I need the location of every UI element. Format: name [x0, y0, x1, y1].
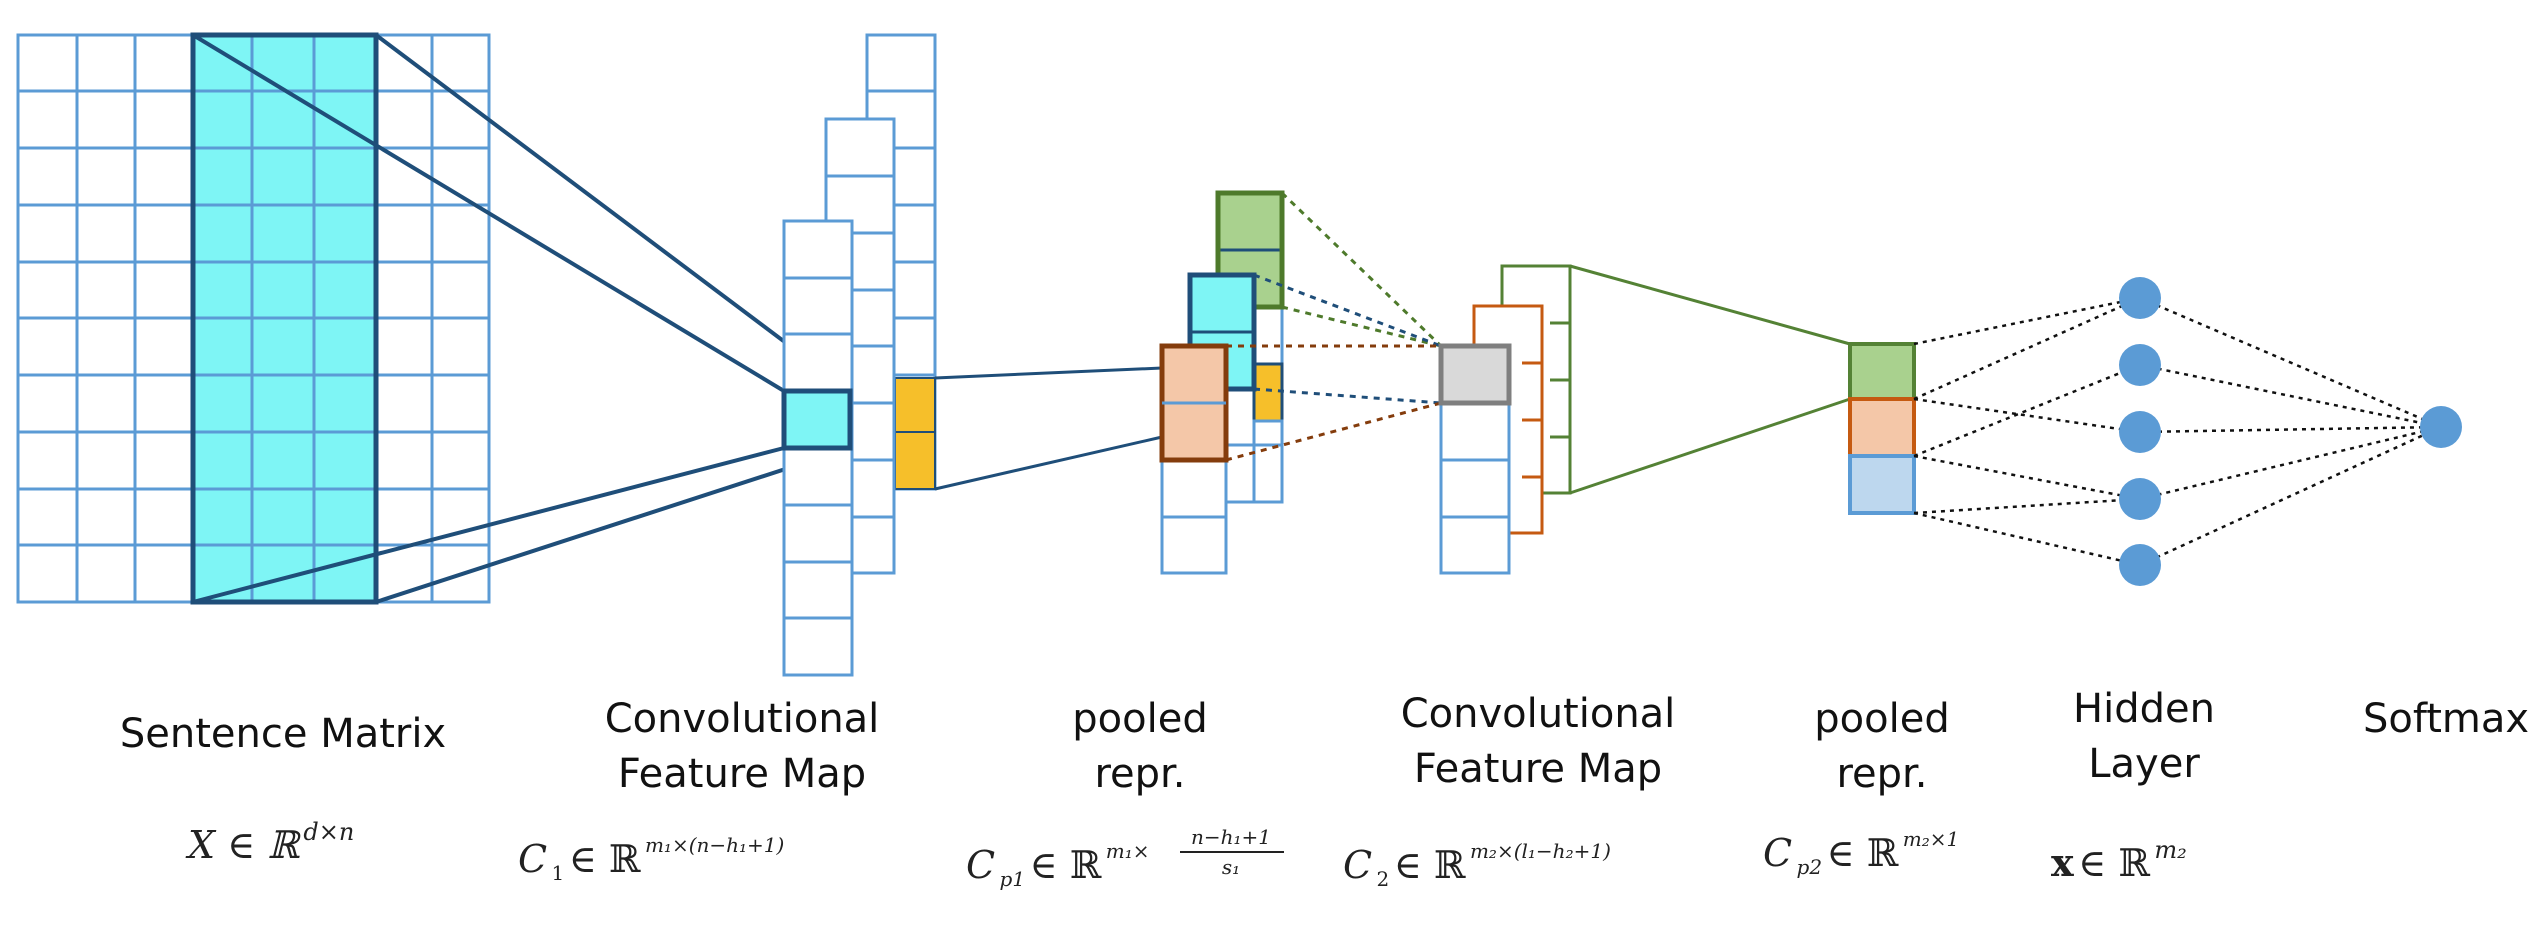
label-hidden-line1: Hidden: [2073, 686, 2215, 732]
hidden-node: [2119, 344, 2161, 386]
formula-pool1-frac-den: s₁: [1222, 855, 1240, 879]
hidden-node: [2119, 411, 2161, 453]
pool1-yellow-cell: [1252, 362, 1284, 423]
pool2-connection-lines: [1569, 264, 1851, 495]
layer-labels: Sentence Matrix Convolutional Feature Ma…: [120, 686, 2529, 797]
label-sentence-matrix: Sentence Matrix: [120, 711, 446, 757]
label-conv1-line1: Convolutional: [605, 696, 880, 742]
formulas: X ∈ ℝ d×n C 1 ∈ ℝ m₁×(n−h₁+1) C p1 ∈ ℝ m…: [185, 818, 2187, 891]
label-softmax: Softmax: [2363, 696, 2529, 742]
label-conv2-line2: Feature Map: [1414, 746, 1662, 792]
conv2-gray-cell: [1438, 343, 1512, 406]
pool2-blue-cell: [1848, 454, 1916, 515]
pool2-green-cell: [1848, 342, 1916, 401]
hidden-node: [2119, 277, 2161, 319]
sentence-matrix-grid: [16, 33, 491, 604]
formula-conv1: C 1 ∈ ℝ m₁×(n−h₁+1): [518, 833, 784, 885]
hidden-node: [2119, 478, 2161, 520]
pool1-connection-lines: [934, 366, 1163, 491]
label-pool1-line1: pooled: [1072, 696, 1207, 742]
filter-projection-lines: [191, 33, 852, 604]
label-conv2-line1: Convolutional: [1401, 691, 1676, 737]
softmax-dotted-connections: [2139, 296, 2442, 567]
pooled-repr-2: [1848, 342, 1916, 515]
formula-hidden: x ∈ ℝ m₂: [2051, 836, 2187, 885]
label-pool1-line2: repr.: [1094, 751, 1185, 797]
hidden-layer-nodes: [2119, 277, 2161, 586]
pooled-repr-1: [1159, 190, 1285, 575]
sentence-matrix: [16, 32, 491, 605]
formula-pool1-frac-num: n−h₁+1: [1191, 825, 1271, 849]
sentence-matrix-filter-window: [190, 32, 379, 605]
conv-feature-map-2: [1438, 264, 1572, 575]
pool2-peach-cell: [1848, 397, 1916, 458]
conv1-highlight-cell: [781, 388, 853, 451]
conv1-yellow-cells: [894, 377, 936, 490]
label-pool2-line1: pooled: [1814, 696, 1949, 742]
conv-feature-map-1: [781, 33, 937, 677]
formula-pool2: C p2 ∈ ℝ m₂×1: [1763, 827, 1959, 879]
label-pool2-line2: repr.: [1836, 751, 1927, 797]
formula-pool1: C p1 ∈ ℝ m₁×: [966, 839, 1150, 891]
label-hidden-line2: Layer: [2088, 741, 2200, 787]
softmax-node: [2420, 406, 2462, 448]
hidden-node: [2119, 544, 2161, 586]
conv2-dotted-connections: [1225, 191, 1443, 462]
formula-conv2: C 2 ∈ ℝ m₂×(l₁−h₂+1): [1343, 839, 1611, 891]
label-conv1-line2: Feature Map: [618, 751, 866, 797]
formula-sentence-matrix: X ∈ ℝ d×n: [185, 818, 354, 867]
hidden-dotted-connections: [1913, 296, 2141, 567]
